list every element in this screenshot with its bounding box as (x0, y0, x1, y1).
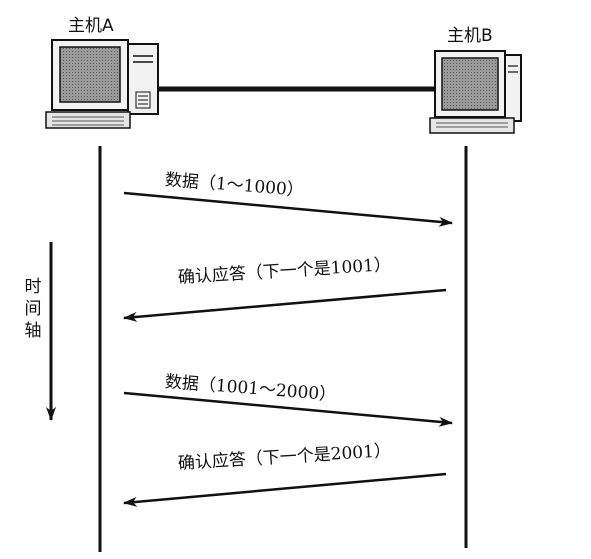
message-arrow-1 (123, 191, 453, 227)
host-b-computer-icon (429, 50, 522, 134)
host-b-label: 主机B (447, 26, 493, 46)
time-axis-label: 时间轴 (24, 277, 42, 341)
message-arrow-3 (123, 391, 453, 427)
message-arrow-2 (123, 288, 447, 322)
message-arrow-4 (123, 472, 447, 507)
host-a-label: 主机A (68, 16, 114, 36)
host-a-computer-icon (45, 39, 159, 129)
